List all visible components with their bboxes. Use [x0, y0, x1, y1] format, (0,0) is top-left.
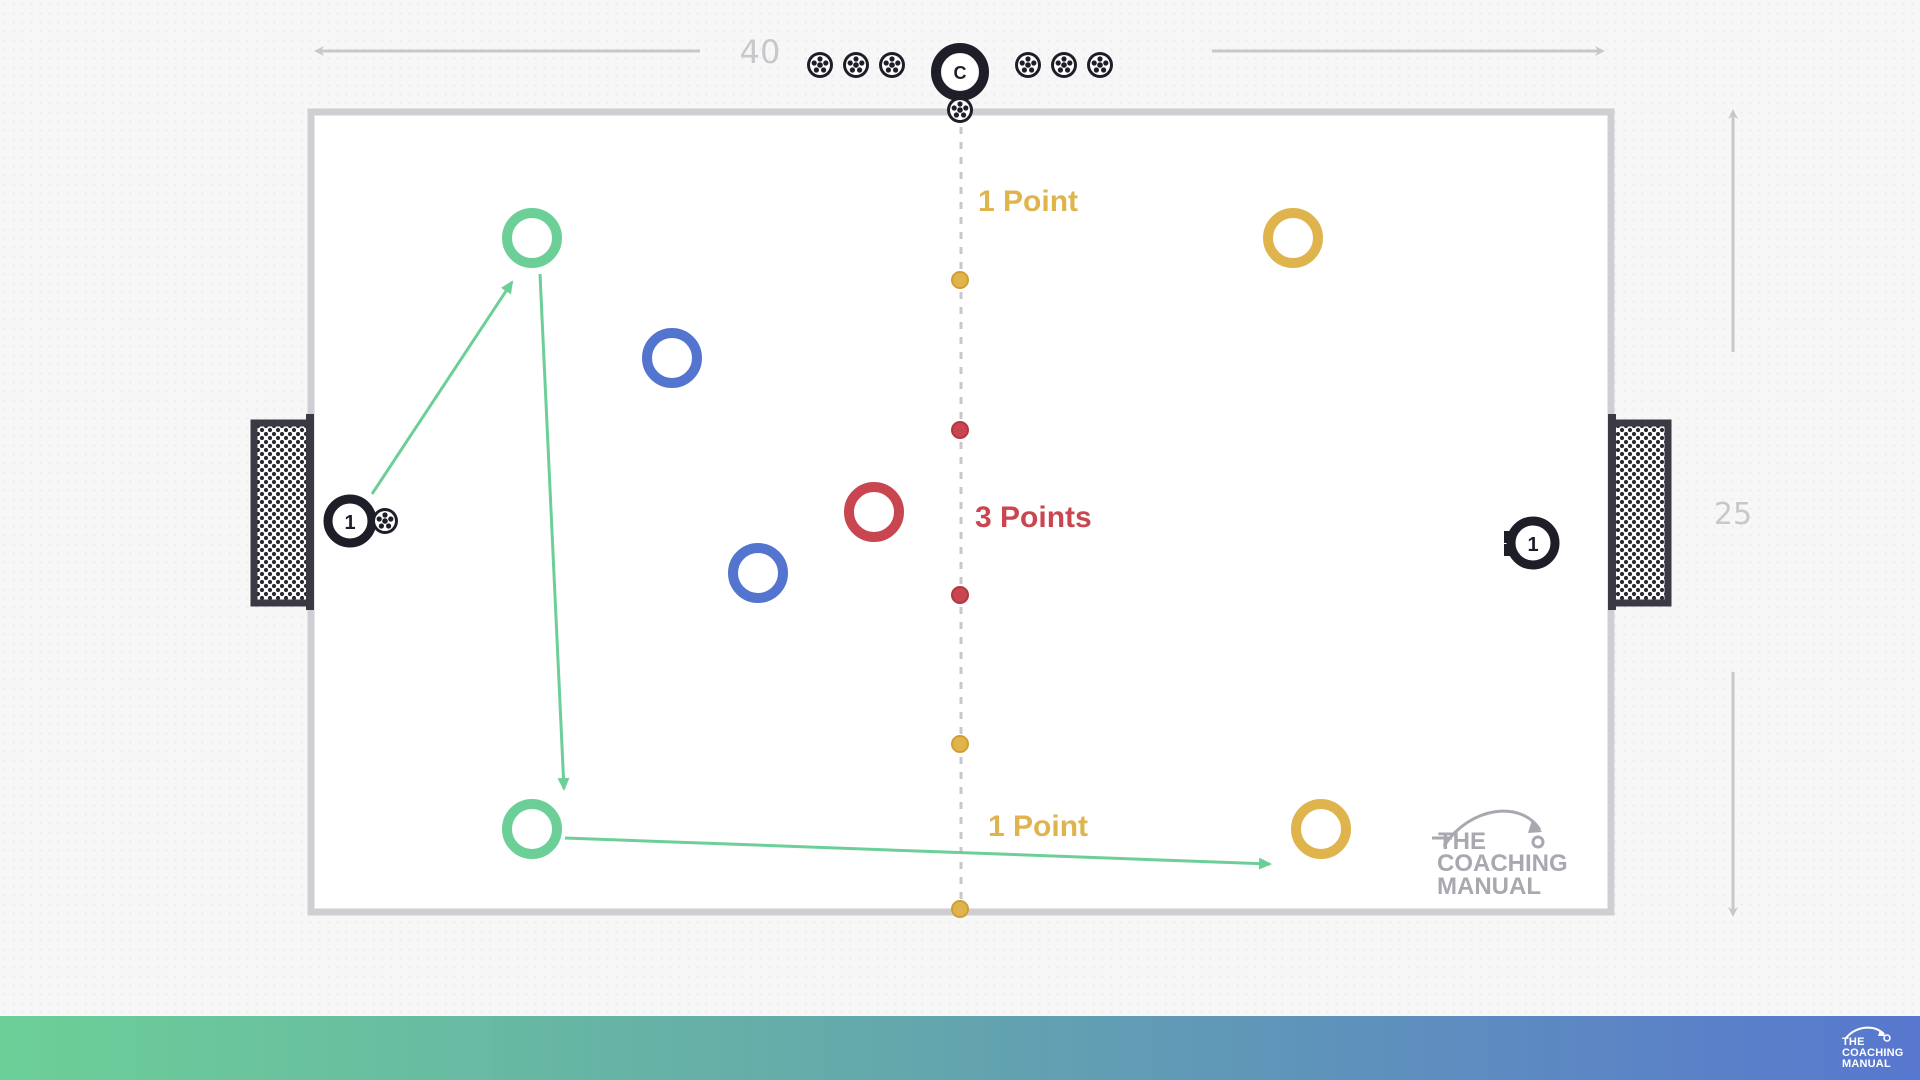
- ball-supply-right: [1015, 52, 1113, 78]
- zone-label-top: 1 Point: [978, 185, 1078, 218]
- coach-ball-icon: [947, 97, 973, 123]
- cone-red-upper: [951, 421, 969, 439]
- blue-player: [728, 543, 788, 603]
- brand-line-3: MANUAL: [1437, 873, 1541, 900]
- yellow-player: [1291, 799, 1351, 859]
- ball-icon: [1015, 52, 1041, 78]
- zone-label-middle: 3 Points: [975, 501, 1092, 534]
- brand-line-1: THE: [1438, 828, 1486, 855]
- brand-line-2: COACHING: [1437, 850, 1568, 877]
- left-goalkeeper: 1: [323, 494, 398, 548]
- ball-supply-left: [807, 52, 905, 78]
- right-goal: [1608, 414, 1672, 610]
- footer-swoosh-icon: [1845, 1026, 1891, 1042]
- green-player: [502, 799, 562, 859]
- brand-logo: THE COACHING MANUAL: [1432, 809, 1568, 900]
- coach-label: C: [954, 63, 967, 83]
- width-dimension: 25: [1714, 109, 1752, 917]
- left-goalkeeper-label: 1: [344, 512, 355, 534]
- cone-yellow-bottom: [951, 900, 969, 918]
- footer-brand-line-1: THE: [1842, 1036, 1865, 1048]
- coach-marker: C: [931, 43, 989, 123]
- left-goal: [250, 414, 314, 610]
- ball-icon: [807, 52, 833, 78]
- right-goalkeeper-label: 1: [1527, 534, 1538, 556]
- length-dimension: 40: [314, 33, 1605, 71]
- footer-brand-line-2: COACHING: [1842, 1047, 1904, 1059]
- ball-icon: [1051, 52, 1077, 78]
- passing-sequence: [370, 273, 1272, 870]
- ball-icon: [879, 52, 905, 78]
- ball-icon: [843, 52, 869, 78]
- red-player: [844, 482, 904, 542]
- pass-arrow-2: [538, 273, 570, 791]
- pass-arrow-1: [370, 280, 514, 495]
- ball-icon: [1087, 52, 1113, 78]
- right-goalkeeper: 1: [1504, 516, 1560, 570]
- length-label: 40: [740, 33, 781, 71]
- blue-player: [642, 328, 702, 388]
- footer-brand-logo: THE COACHING MANUAL: [1838, 1022, 1910, 1074]
- zone-label-bottom: 1 Point: [988, 810, 1088, 843]
- green-player: [502, 208, 562, 268]
- yellow-player: [1263, 208, 1323, 268]
- width-label: 25: [1714, 497, 1752, 532]
- cone-red-lower: [951, 586, 969, 604]
- goalkeeper-ball-icon: [372, 508, 398, 534]
- footer-bar: THE COACHING MANUAL: [0, 1016, 1920, 1080]
- pass-arrow-3: [564, 836, 1272, 870]
- cone-yellow-top: [951, 271, 969, 289]
- cone-yellow-lower: [951, 735, 969, 753]
- footer-brand-line-3: MANUAL: [1842, 1058, 1891, 1070]
